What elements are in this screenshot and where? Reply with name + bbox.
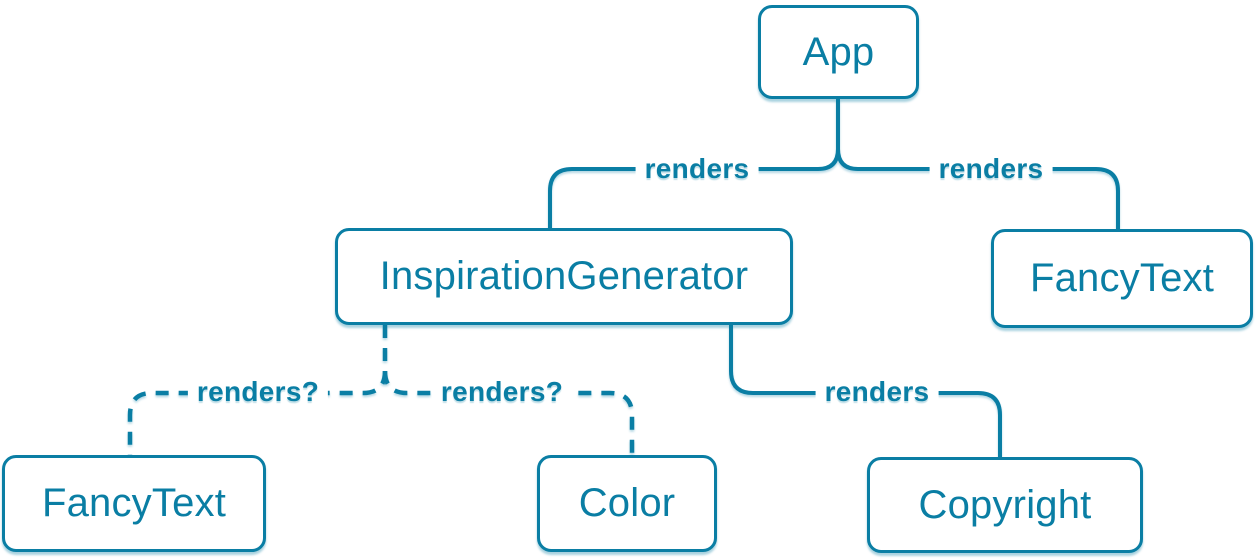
node-inspiration-generator-label: InspirationGenerator [379, 254, 749, 298]
edge-label-renders-app-inspirationgenerator: renders [635, 153, 759, 185]
node-color-label: Color [578, 481, 676, 525]
edge-inspirationgenerator-to-color-dashed [382, 370, 635, 455]
node-app-label: App [802, 29, 875, 74]
node-copyright-label: Copyright [918, 482, 1092, 527]
node-fancytext-top-right-label: FancyText [1029, 256, 1215, 300]
edge-label-renders-copyright: renders [815, 376, 939, 408]
node-inspiration-generator: InspirationGenerator [335, 228, 793, 325]
node-app: App [758, 5, 919, 99]
edge-label-renders-question-color: renders? [431, 376, 573, 408]
edge-label-renders-app-fancytext: renders [929, 153, 1053, 185]
node-fancytext-top-right: FancyText [991, 229, 1253, 328]
edge-label-renders-question-fancytext: renders? [187, 376, 329, 408]
node-fancytext-bottom-left-label: FancyText [41, 481, 227, 525]
node-color: Color [537, 455, 717, 552]
node-fancytext-bottom-left: FancyText [2, 455, 266, 552]
node-copyright: Copyright [867, 457, 1143, 553]
